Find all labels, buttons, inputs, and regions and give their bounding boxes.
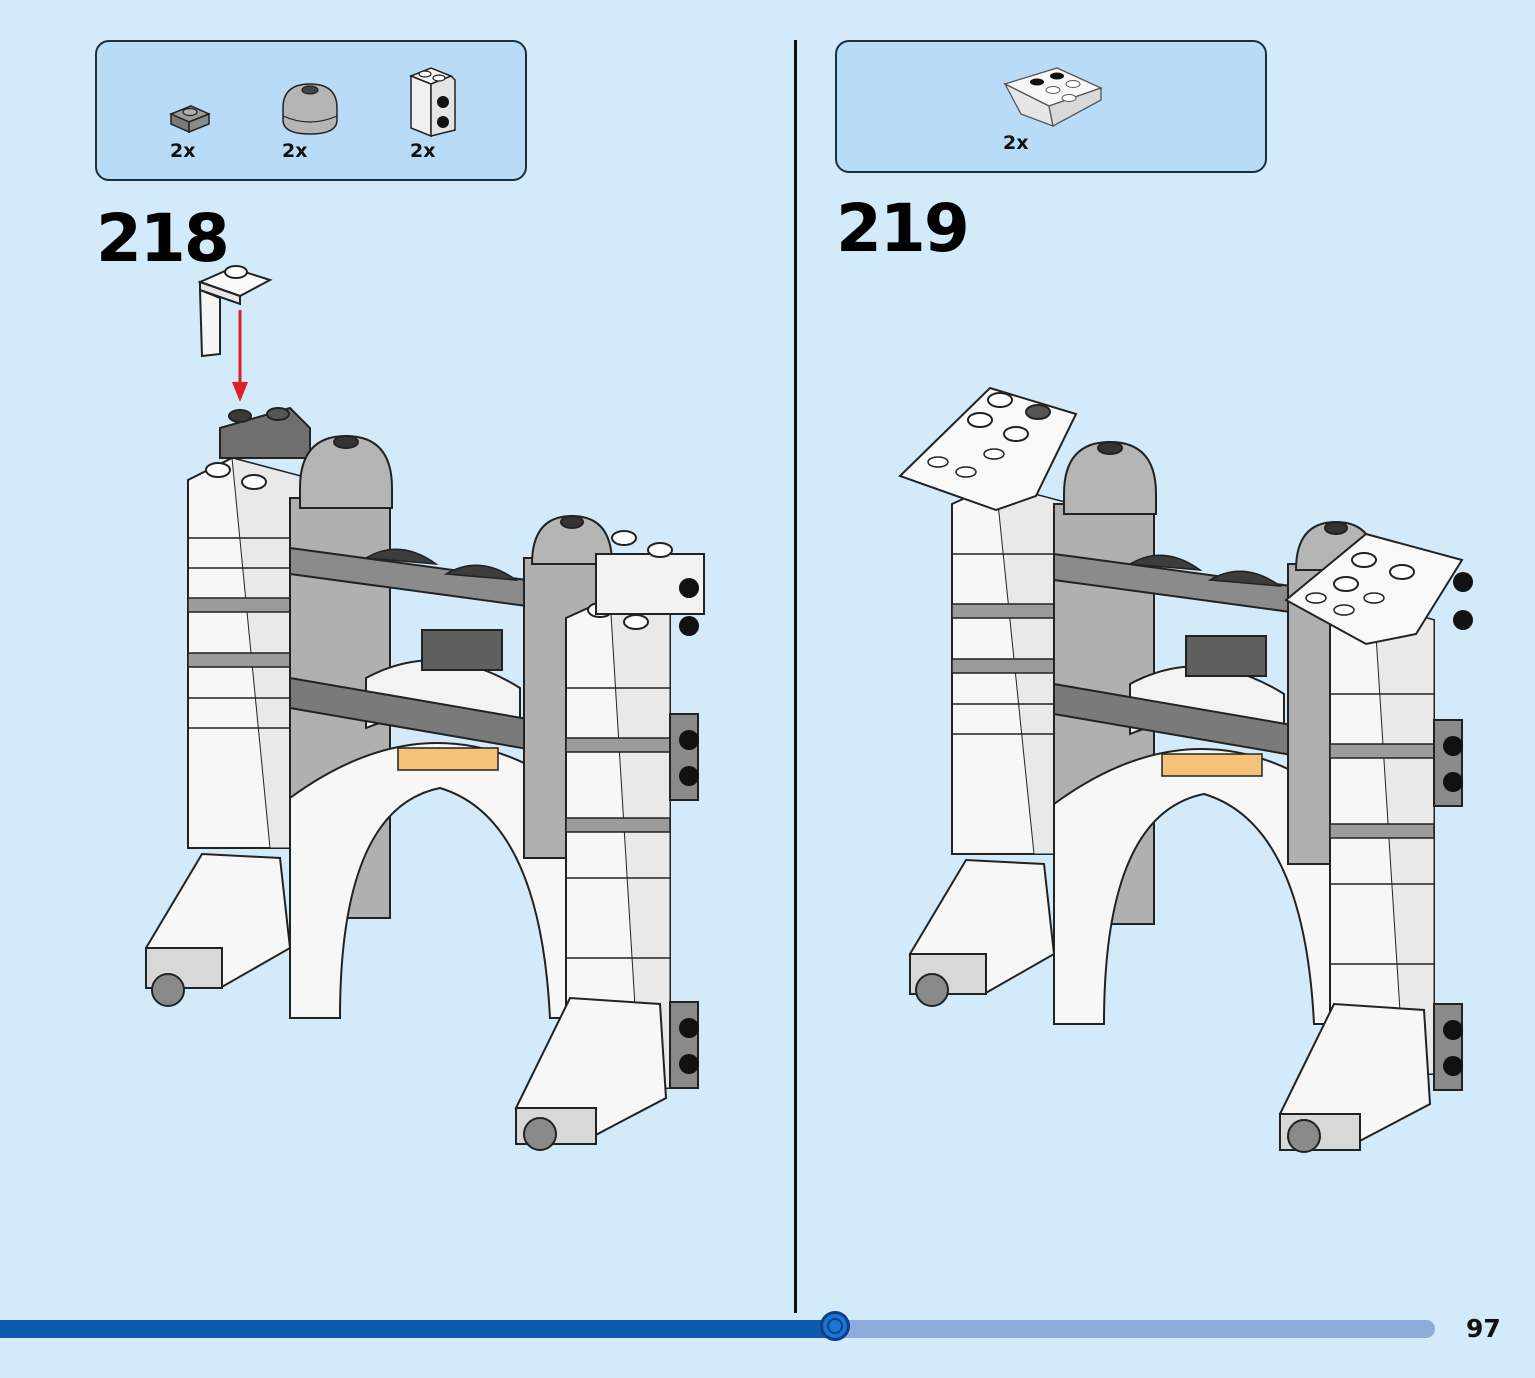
part-quantity: 2x [170,140,196,162]
progress-fill [0,1320,838,1338]
bracket-white-icon [197,265,273,358]
parts-callout-step-219: 2x [835,40,1267,173]
page-divider [794,40,797,1313]
bracket-white-icon [408,67,456,138]
parts-callout-step-218: 2x 2x 2x [95,40,527,181]
step-218-assembly-illustration [144,265,705,1151]
step-number: 218 [96,200,230,277]
step-219-assembly-illustration [898,386,1473,1153]
part-quantity: 2x [282,140,308,162]
step-number: 219 [836,190,970,267]
part-quantity: 2x [1003,132,1029,154]
page-number: 97 [1466,1314,1501,1343]
slope-inverted-white-icon [1003,67,1103,128]
part-quantity: 2x [410,140,436,162]
round-dome-light-gray-icon [282,83,338,135]
progress-knob [820,1311,850,1341]
plate-1x1-dark-gray-icon [169,105,211,134]
